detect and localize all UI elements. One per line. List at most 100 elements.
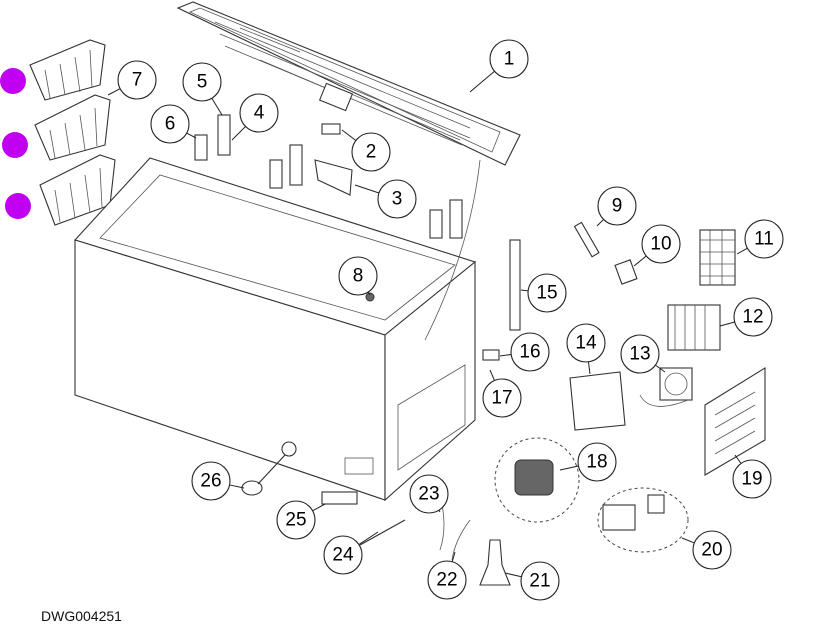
callout-number: 17 <box>491 388 512 409</box>
leader-line <box>186 132 197 139</box>
leader-line <box>499 354 512 357</box>
leader-line <box>489 369 495 381</box>
callout-7: 7 <box>107 60 157 100</box>
callout-number: 3 <box>392 189 403 210</box>
callout-2: 2 <box>341 129 391 172</box>
callout-number: 12 <box>742 307 763 328</box>
callout-circle <box>527 273 567 313</box>
callout-number: 26 <box>200 471 221 492</box>
callout-number: 19 <box>741 469 762 490</box>
callout-19: 19 <box>732 454 772 499</box>
callout-circle <box>338 256 378 296</box>
callout-circle <box>641 224 681 264</box>
callout-number: 13 <box>629 344 650 365</box>
callout-number: 2 <box>366 142 377 163</box>
callout-9: 9 <box>596 186 637 227</box>
drawing-number: DWG004251 <box>41 608 122 624</box>
lid <box>176 1 521 166</box>
leader-line <box>469 70 495 93</box>
callout-16: 16 <box>499 332 550 372</box>
callout-circle <box>692 530 732 570</box>
callout-15: 15 <box>520 273 567 313</box>
callout-number: 18 <box>586 452 607 473</box>
callout-circle <box>239 93 279 133</box>
callout-number: 16 <box>519 342 540 363</box>
callout-24: 24 <box>323 531 379 575</box>
leader-line <box>596 219 604 227</box>
marker-dot[interactable] <box>0 68 26 94</box>
leader-line <box>211 97 223 116</box>
hinges <box>194 114 463 239</box>
callout-circle <box>732 459 772 499</box>
leader-line <box>719 321 735 327</box>
callout-13: 13 <box>620 334 666 374</box>
callout-3: 3 <box>354 179 417 219</box>
leader-line <box>229 484 245 489</box>
callout-circle <box>182 62 222 102</box>
callout-circle <box>489 39 529 79</box>
callout-11: 11 <box>736 219 784 259</box>
leader-line <box>354 184 380 194</box>
callout-21: 21 <box>504 561 560 601</box>
callout-number: 25 <box>285 510 306 531</box>
callout-circle <box>351 132 391 172</box>
callout-circle <box>520 561 560 601</box>
marker-dot[interactable] <box>5 193 31 219</box>
leader-line <box>341 129 357 141</box>
leader-line <box>520 289 529 292</box>
marker-dot[interactable] <box>2 132 28 158</box>
callout-circle <box>276 500 316 540</box>
callout-12: 12 <box>719 297 773 337</box>
callout-circle <box>733 297 773 337</box>
callout-4: 4 <box>231 93 279 141</box>
callout-circle <box>117 60 157 100</box>
callout-number: 7 <box>132 70 143 91</box>
leader-line <box>587 361 591 375</box>
callout-number: 11 <box>754 229 774 250</box>
callout-22: 22 <box>427 551 467 600</box>
callout-number: 22 <box>436 570 457 591</box>
leader-line <box>358 531 379 545</box>
callout-20: 20 <box>681 530 732 570</box>
callout-number: 1 <box>504 49 515 70</box>
callout-circle <box>566 323 606 363</box>
leader-line <box>107 88 121 96</box>
callout-circle <box>597 186 637 226</box>
callout-circle <box>510 332 550 372</box>
leader-line <box>559 465 579 471</box>
callout-number: 6 <box>165 114 176 135</box>
callout-10: 10 <box>633 224 681 267</box>
callout-25: 25 <box>276 500 326 540</box>
callout-circle <box>191 461 231 501</box>
leader-line <box>451 551 456 562</box>
leader-line <box>367 291 371 296</box>
leader-line <box>504 572 522 578</box>
callout-number: 15 <box>536 283 557 304</box>
callout-circle <box>377 179 417 219</box>
leader-line <box>231 126 246 141</box>
callout-number: 4 <box>254 103 265 124</box>
callout-26: 26 <box>191 461 245 501</box>
callout-number: 24 <box>332 545 354 566</box>
callout-number: 10 <box>650 234 671 255</box>
callout-6: 6 <box>150 104 197 144</box>
callout-circle <box>482 378 522 418</box>
callout-circle <box>744 219 784 259</box>
leader-line <box>655 364 666 373</box>
callout-circle <box>577 442 617 482</box>
callout-number: 9 <box>612 196 623 217</box>
baskets <box>29 39 116 226</box>
callout-5: 5 <box>182 62 223 116</box>
callout-circle <box>427 560 467 600</box>
leader-line <box>734 454 742 464</box>
leader-line <box>633 255 647 267</box>
callout-number: 14 <box>575 333 597 354</box>
callout-1: 1 <box>469 39 529 93</box>
freezer-cabinet <box>74 157 481 502</box>
callout-circle <box>323 535 363 575</box>
callout-23: 23 <box>409 474 449 514</box>
callout-number: 8 <box>353 266 364 287</box>
leader-line <box>736 247 748 255</box>
callout-14: 14 <box>566 323 606 375</box>
